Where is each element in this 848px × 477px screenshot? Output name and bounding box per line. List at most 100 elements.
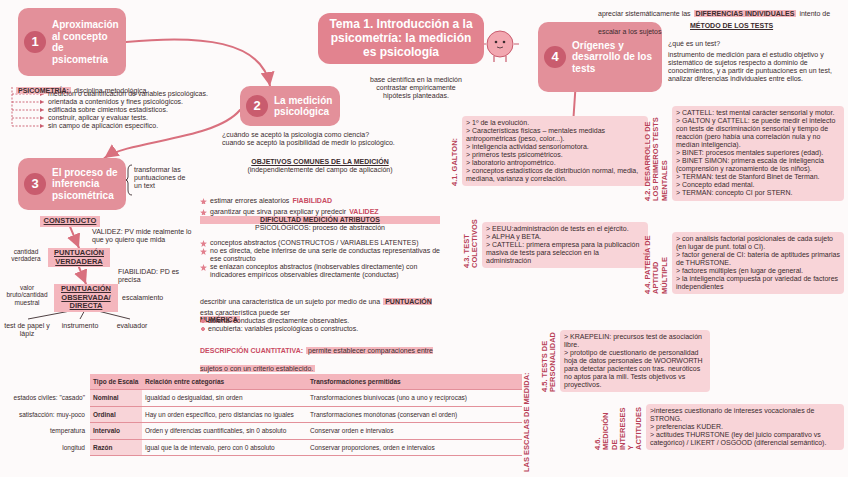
table-cell: Hay un orden específico, pero distancias… [142, 407, 307, 423]
title-band: Tema 1. Introducción a la psicometría: l… [318, 13, 484, 64]
mascot-eye [503, 41, 506, 44]
note-text: estimar errores aleatorios [200, 197, 289, 204]
number-circle: 2 [246, 95, 268, 117]
note-text: no es directa, debe inferirse de una ser… [200, 247, 440, 263]
bracket [125, 165, 132, 195]
table-cell: Nominal [90, 390, 142, 406]
dashed-arrow [12, 102, 44, 103]
node-text: > factores múltiples (en lugar de genera… [676, 267, 840, 275]
node-text: > factor general de CI: batería de aptit… [676, 251, 840, 267]
node-text: > ALPHA y BETA. [486, 233, 644, 241]
text-group: VALIDEZ: PV mide realmente lo que yo qui… [92, 228, 194, 244]
note-text: construir, aplicar y evaluar tests. [48, 114, 238, 122]
brain-mascot [481, 31, 519, 62]
concept-box: PUNTUACIÓN OBSERVADA/ DIRECTA [54, 284, 118, 312]
subsection-box: 4.3. TEST COLECTIVOS> EEUU:administració… [482, 222, 648, 268]
mascot-smile [497, 47, 503, 48]
dashed-line [12, 87, 13, 126]
text-group: cantidad verdadera [6, 248, 46, 263]
node-text: > conceptos estadísticos de distribución… [466, 167, 644, 183]
node-text: PUNTUACIÓN VERDADERA [51, 249, 107, 266]
node-text: 4 [551, 50, 558, 65]
node-text: La medición psicológica [274, 95, 334, 118]
node-text: > prototipo de cuestionario de personali… [564, 349, 706, 389]
text-group: estimar errores aleatoriosFIABILIDAD [200, 189, 440, 207]
text-group: apreciar sistemáticamente lasDIFERENCIAS… [598, 2, 842, 38]
note-text: FIABILIDAD [292, 197, 332, 204]
table-cell: Intervalo [90, 423, 142, 439]
note-text: instrumento de medición para el estudio … [668, 51, 844, 83]
node-text: 2 [253, 99, 260, 114]
table-cell: Conservar proporciones, orden e interval… [307, 440, 522, 456]
mascot-body [487, 31, 513, 57]
section-box: La medición psicológica 2 [240, 86, 340, 126]
node-text: > BINET SIMON: primera escala de intelig… [676, 157, 840, 173]
section-heading: 4.3. TEST COLECTIVOS [463, 222, 480, 268]
text-group: instrumento de medición para el estudio … [668, 51, 844, 83]
scale-table: Tipo de EscalaRelación entre categoríasT… [4, 374, 522, 456]
node-text: > EEUU:administración de tests en el ejé… [486, 225, 644, 233]
note-text: ¿qué es un test? [668, 40, 788, 48]
text-group: DESCRIPCIÓN CUANTITATIVA:permite estable… [200, 339, 440, 375]
text-group: MÉTODO DE LOS TESTS [690, 22, 810, 30]
concept-box: CONSTRUCTO [40, 216, 100, 227]
text-group: FIABILIDAD: PD es precisa [118, 268, 196, 284]
note-text: MÉTODO DE LOS TESTS [690, 22, 810, 30]
note-text: hipótesis planteadas. [350, 92, 482, 100]
table-cell: Orden y diferencias cuantificables, sin … [142, 423, 307, 439]
note-text: DIFERENCIAS INDIVIDUALES [694, 10, 797, 17]
note-text: OBJETIVOS COMUNES DE LA MEDICIÓN [200, 158, 440, 166]
dashed-arrow [12, 110, 44, 111]
table-cell: Transformaciones monótonas (conservan el… [307, 407, 522, 423]
row-label: longitud [4, 440, 90, 456]
note-text: describir una característica de un sujet… [200, 298, 380, 305]
text-group: esta característica puede serabierta: co… [200, 309, 440, 333]
dashed-arrow [12, 118, 44, 119]
number-circle: 4 [544, 46, 566, 68]
note-text: orientada a contenidos y fines psicológi… [48, 98, 238, 106]
node-text: > preferencias KUDER. [650, 423, 840, 431]
row-label: satisfacción: muy-poco [4, 407, 90, 423]
node-text: PUNTUACIÓN OBSERVADA/ DIRECTA [57, 285, 115, 311]
note-text: transformar las puntuaciones de un text [134, 166, 194, 190]
text-group: base científica en la medicióncontrastar… [350, 76, 482, 100]
section-heading: 4.4. PATERÍA DE APTITUD MÚLTIPLE [644, 232, 669, 294]
text-group: LAS ESCALAS DE MEDIDA: [523, 372, 532, 472]
section-box: Aproximación al concepto de psicometría1 [18, 8, 126, 76]
note-text: FIABILIDAD: PD es precisa [118, 268, 196, 284]
note-text: conceptos abstractos (CONSTRUCTOS / VARI… [200, 239, 440, 247]
note-text: abierta: conductas directamente observab… [200, 317, 440, 325]
node-text: CONSTRUCTO [43, 217, 97, 226]
section-heading: 4.2. DESARROLLO DE LOS PRIMEROS TESTS ME… [644, 106, 669, 201]
text-group: escalamiento [122, 294, 182, 302]
table-cell: Tipo de Escala [90, 374, 142, 390]
node-text: El proceso de inferencia psicométrica [52, 167, 120, 202]
table-cell: Razón [90, 440, 142, 456]
node-text: > CATTELL: primera empresa para la publi… [486, 241, 644, 265]
node-text: > con análisis factorial posicionales de… [676, 235, 840, 251]
note-text: DIFICULTAD MEDICIÓN ATRIBUTOS [200, 216, 440, 224]
note-text: test de papel y lápiz [4, 322, 50, 338]
mascot-eye [495, 41, 498, 44]
text-group: medición o cuantificación de variables p… [48, 90, 238, 130]
section-heading: 4.6. MEDICIÓN DE INTERESES Y ACTITUDES [594, 404, 644, 450]
concept-box: PUNTUACIÓN VERDADERA [48, 248, 110, 267]
connector [79, 267, 86, 284]
node-text: > inteligencia actividad sensoriomotora. [466, 143, 644, 151]
row-label: estados civiles: "casado" [4, 390, 90, 406]
note-text: DESCRIPCIÓN CUANTITATIVA: [200, 347, 303, 354]
node-text: > la inteligencia compuesta por variedad… [676, 275, 840, 291]
node-text: > GALTON y CATTELL: se puede medir el in… [676, 117, 840, 149]
note-text: VALIDEZ: PV mide realmente lo que yo qui… [92, 228, 194, 244]
note-text: instrumento [55, 322, 105, 330]
node-text: > primeros tests psicométricos. [466, 151, 644, 159]
subsection-box: 4.2. DESARROLLO DE LOS PRIMEROS TESTS ME… [672, 106, 844, 201]
subsection-box: 4.4. PATERÍA DE APTITUD MÚLTIPLE> con an… [672, 232, 844, 294]
number-circle: 3 [24, 173, 46, 195]
node-text: > CATTELL: test mental carácter sensoria… [676, 109, 840, 117]
text-group: ¿qué es un test? [668, 40, 788, 48]
table-cell: Igualdad o desigualdad, sin orden [142, 390, 307, 406]
row-label: temperatura [4, 423, 90, 439]
section-box: El proceso de inferencia psicométrica 3 [18, 158, 126, 210]
node-text: 1 [31, 35, 38, 50]
